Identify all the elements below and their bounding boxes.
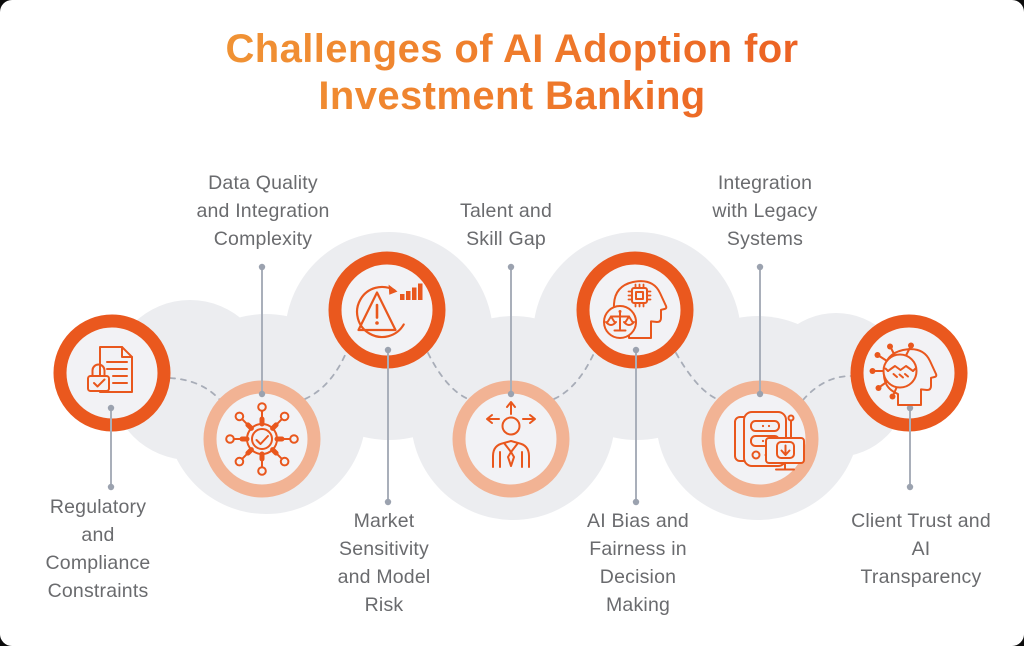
head-handshake-network-icon	[869, 342, 938, 406]
page-title-line1: Challenges of AI Adoption for	[225, 27, 799, 71]
node-label-talent-skill-gap: Talent and Skill Gap	[460, 200, 552, 250]
node-circle-5	[576, 251, 694, 369]
node-label-market-sensitivity: Market Sensitivity and Model Risk	[337, 510, 431, 616]
label-connector-lines	[110, 267, 911, 502]
node-label-ai-bias-fairness: AI Bias and Fairness in Decision Making	[587, 510, 689, 616]
dashed-connectors	[169, 352, 852, 401]
node-label-data-quality: Data Quality and Integration Complexity	[196, 172, 330, 250]
page-title-line2: Investment Banking	[318, 74, 706, 118]
label-connector-dots	[107, 263, 914, 506]
node-label-legacy-systems: Integration with Legacy Systems	[712, 172, 818, 250]
node-label-regulatory-compliance: Regulatory and Compliance Constraints	[45, 496, 151, 602]
head-chip-scales-icon	[603, 280, 668, 339]
risk-warning-chart-icon	[355, 283, 423, 339]
person-direction-icon	[486, 401, 536, 468]
document-lock-icon	[87, 346, 133, 393]
network-gear-icon	[225, 402, 299, 476]
node-circle-3	[328, 251, 446, 369]
legacy-server-monitor-icon	[734, 411, 805, 471]
node-label-client-trust: Client Trust and AI Transparency	[851, 510, 991, 588]
